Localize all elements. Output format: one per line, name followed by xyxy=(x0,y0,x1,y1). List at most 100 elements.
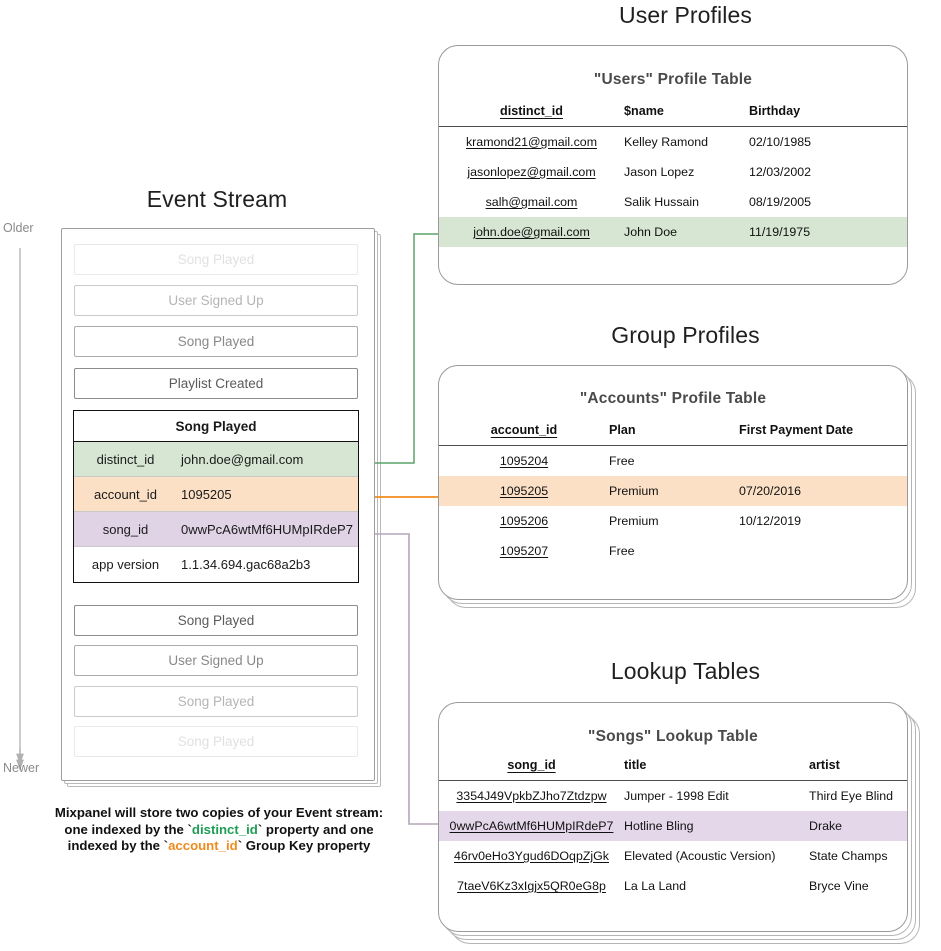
event-card[interactable]: Song Played xyxy=(74,686,358,717)
event-card[interactable]: Song Played xyxy=(74,326,358,357)
caption-line3-post: ` Group Key property xyxy=(237,838,371,853)
caption-line2-post: ` property and one xyxy=(257,821,374,837)
cell-distinct-id: kramond21@gmail.com xyxy=(465,135,598,149)
selected-event-card[interactable]: Song Played distinct_id john.doe@gmail.c… xyxy=(73,410,359,583)
event-card[interactable]: Song Played xyxy=(74,605,358,636)
event-stream-panel: Song Played User Signed Up Song Played P… xyxy=(61,228,375,781)
table-row[interactable]: salh@gmail.com Salik Hussain 08/19/2005 xyxy=(439,187,907,217)
property-value: 1095205 xyxy=(181,486,232,502)
selected-event-name: Song Played xyxy=(74,411,358,442)
event-stream-caption: Mixpanel will store two copies of your E… xyxy=(48,805,390,855)
cell-distinct-id: salh@gmail.com xyxy=(485,195,578,209)
songs-table-title: "Songs" Lookup Table xyxy=(588,728,758,745)
users-table: distinct_id $name Birthday kramond21@gma… xyxy=(439,104,907,247)
cell-title: Elevated (Acoustic Version) xyxy=(624,849,776,863)
cell-title: La La Land xyxy=(624,879,687,893)
cell-first-payment-date: 07/20/2016 xyxy=(739,476,907,506)
column-header-account-id[interactable]: account_id xyxy=(490,423,558,437)
cell-title: Hotline Bling xyxy=(624,811,809,841)
column-header-title[interactable]: title xyxy=(624,758,647,772)
column-header-first-payment-date[interactable]: First Payment Date xyxy=(739,423,854,437)
cell-birthday: 08/19/2005 xyxy=(749,195,812,209)
event-property-row-song-id[interactable]: song_id 0wwPcA6wtMf6HUMpIRdeP7 xyxy=(74,512,358,547)
property-value: john.doe@gmail.com xyxy=(181,451,304,467)
cell-first-payment-date xyxy=(739,446,907,477)
column-header-birthday[interactable]: Birthday xyxy=(749,104,801,118)
cell-artist: Third Eye Blind xyxy=(809,789,894,803)
column-header-plan[interactable]: Plan xyxy=(609,423,636,437)
table-row[interactable]: 46rv0eHo3Ygud6DOqpZjGk Elevated (Acousti… xyxy=(439,841,907,871)
lookup-tables-title: Lookup Tables xyxy=(610,658,761,684)
property-value: 0wwPcA6wtMf6HUMpIRdeP7 xyxy=(181,521,353,537)
cell-artist: Drake xyxy=(809,811,907,841)
user-profiles-title: User Profiles xyxy=(619,2,752,28)
accounts-table-title: "Accounts" Profile Table xyxy=(579,390,767,407)
cell-song-id: 0wwPcA6wtMf6HUMpIRdeP7 xyxy=(439,811,624,841)
table-row[interactable]: 3354J49VpkbZJho7Ztdzpw Jumper - 1998 Edi… xyxy=(439,781,907,812)
cell-plan: Premium xyxy=(609,476,739,506)
caption-line3-pre: indexed by the ` xyxy=(67,838,169,853)
cell-song-id: 7taeV6Kz3xIgjx5QR0eG8p xyxy=(457,879,606,893)
songs-table: song_id title artist 3354J49VpkbZJho7Ztd… xyxy=(439,758,907,901)
table-row[interactable]: 7taeV6Kz3xIgjx5QR0eG8p La La Land Bryce … xyxy=(439,871,907,901)
cell-plan: Premium xyxy=(609,514,659,528)
header-rule xyxy=(439,779,907,781)
event-property-row-account-id[interactable]: account_id 1095205 xyxy=(74,477,358,512)
cell-artist: State Champs xyxy=(809,849,888,863)
cell-plan: Free xyxy=(609,454,635,468)
caption-line2-pre: one indexed by the ` xyxy=(64,821,192,837)
caption-distinct-id-keyword: distinct_id xyxy=(191,821,258,837)
table-row-highlighted[interactable]: 1095205 Premium 07/20/2016 xyxy=(439,476,907,506)
column-header-distinct-id[interactable]: distinct_id xyxy=(500,104,563,118)
event-card[interactable]: User Signed Up xyxy=(74,645,358,676)
event-card[interactable]: Playlist Created xyxy=(74,368,358,399)
cell-distinct-id: jasonlopez@gmail.com xyxy=(467,165,596,179)
event-card[interactable]: Song Played xyxy=(74,244,358,275)
property-value: 1.1.34.694.gac68a2b3 xyxy=(181,557,311,572)
table-row-highlighted[interactable]: 0wwPcA6wtMf6HUMpIRdeP7 Hotline Bling Dra… xyxy=(439,811,907,841)
cell-birthday: 02/10/1985 xyxy=(749,135,812,149)
cell-plan: Free xyxy=(609,544,635,558)
cell-name: John Doe xyxy=(624,217,749,247)
table-row[interactable]: 1095206 Premium 10/12/2019 xyxy=(439,506,907,536)
cell-account-id: 1095206 xyxy=(499,514,549,528)
table-row[interactable]: 1095207 Free xyxy=(439,536,907,566)
property-key: app version xyxy=(91,557,160,572)
column-header-name[interactable]: $name xyxy=(624,104,664,118)
cell-name: Salik Hussain xyxy=(624,195,700,209)
cell-song-id: 46rv0eHo3Ygud6DOqpZjGk xyxy=(454,849,609,863)
property-key: account_id xyxy=(94,486,157,502)
caption-account-id-keyword: account_id xyxy=(168,838,238,853)
cell-first-payment-date: 10/12/2019 xyxy=(739,514,802,528)
column-header-artist[interactable]: artist xyxy=(809,758,840,772)
users-table-title: "Users" Profile Table xyxy=(593,71,753,88)
table-header-row: account_id Plan First Payment Date xyxy=(439,423,907,444)
caption-line-3: indexed by the `account_id` Group Key pr… xyxy=(48,838,390,855)
event-card[interactable]: User Signed Up xyxy=(74,285,358,316)
cell-birthday: 12/03/2002 xyxy=(749,165,812,179)
cell-artist: Bryce Vine xyxy=(809,879,869,893)
cell-title: Jumper - 1998 Edit xyxy=(624,789,729,803)
cell-account-id: 1095207 xyxy=(499,544,549,558)
table-row[interactable]: 1095204 Free xyxy=(439,446,907,477)
cell-account-id: 1095205 xyxy=(439,476,609,506)
event-stream-title: Event Stream xyxy=(146,186,288,212)
table-row-highlighted[interactable]: john.doe@gmail.com John Doe 11/19/1975 xyxy=(439,217,907,247)
table-header-row: song_id title artist xyxy=(439,758,907,779)
songs-lookup-card: "Songs" Lookup Table song_id title artis… xyxy=(438,702,908,932)
cell-birthday: 11/19/1975 xyxy=(749,217,907,247)
event-property-row-distinct-id[interactable]: distinct_id john.doe@gmail.com xyxy=(74,442,358,477)
group-profiles-title: Group Profiles xyxy=(611,322,760,348)
event-property-row-app-version[interactable]: app version 1.1.34.694.gac68a2b3 xyxy=(74,547,358,582)
table-row[interactable]: jasonlopez@gmail.com Jason Lopez 12/03/2… xyxy=(439,157,907,187)
cell-name: Jason Lopez xyxy=(624,165,695,179)
table-row[interactable]: kramond21@gmail.com Kelley Ramond 02/10/… xyxy=(439,127,907,158)
event-card[interactable]: Song Played xyxy=(74,726,358,757)
accounts-table: account_id Plan First Payment Date 10952… xyxy=(439,423,907,566)
cell-account-id: 1095204 xyxy=(499,454,549,468)
accounts-profile-card: "Accounts" Profile Table account_id Plan… xyxy=(438,365,908,600)
caption-line-1: Mixpanel will store two copies of your E… xyxy=(54,805,384,820)
timeline-newer-label: Newer xyxy=(3,761,40,775)
header-rule xyxy=(439,125,907,127)
column-header-song-id[interactable]: song_id xyxy=(507,758,556,772)
